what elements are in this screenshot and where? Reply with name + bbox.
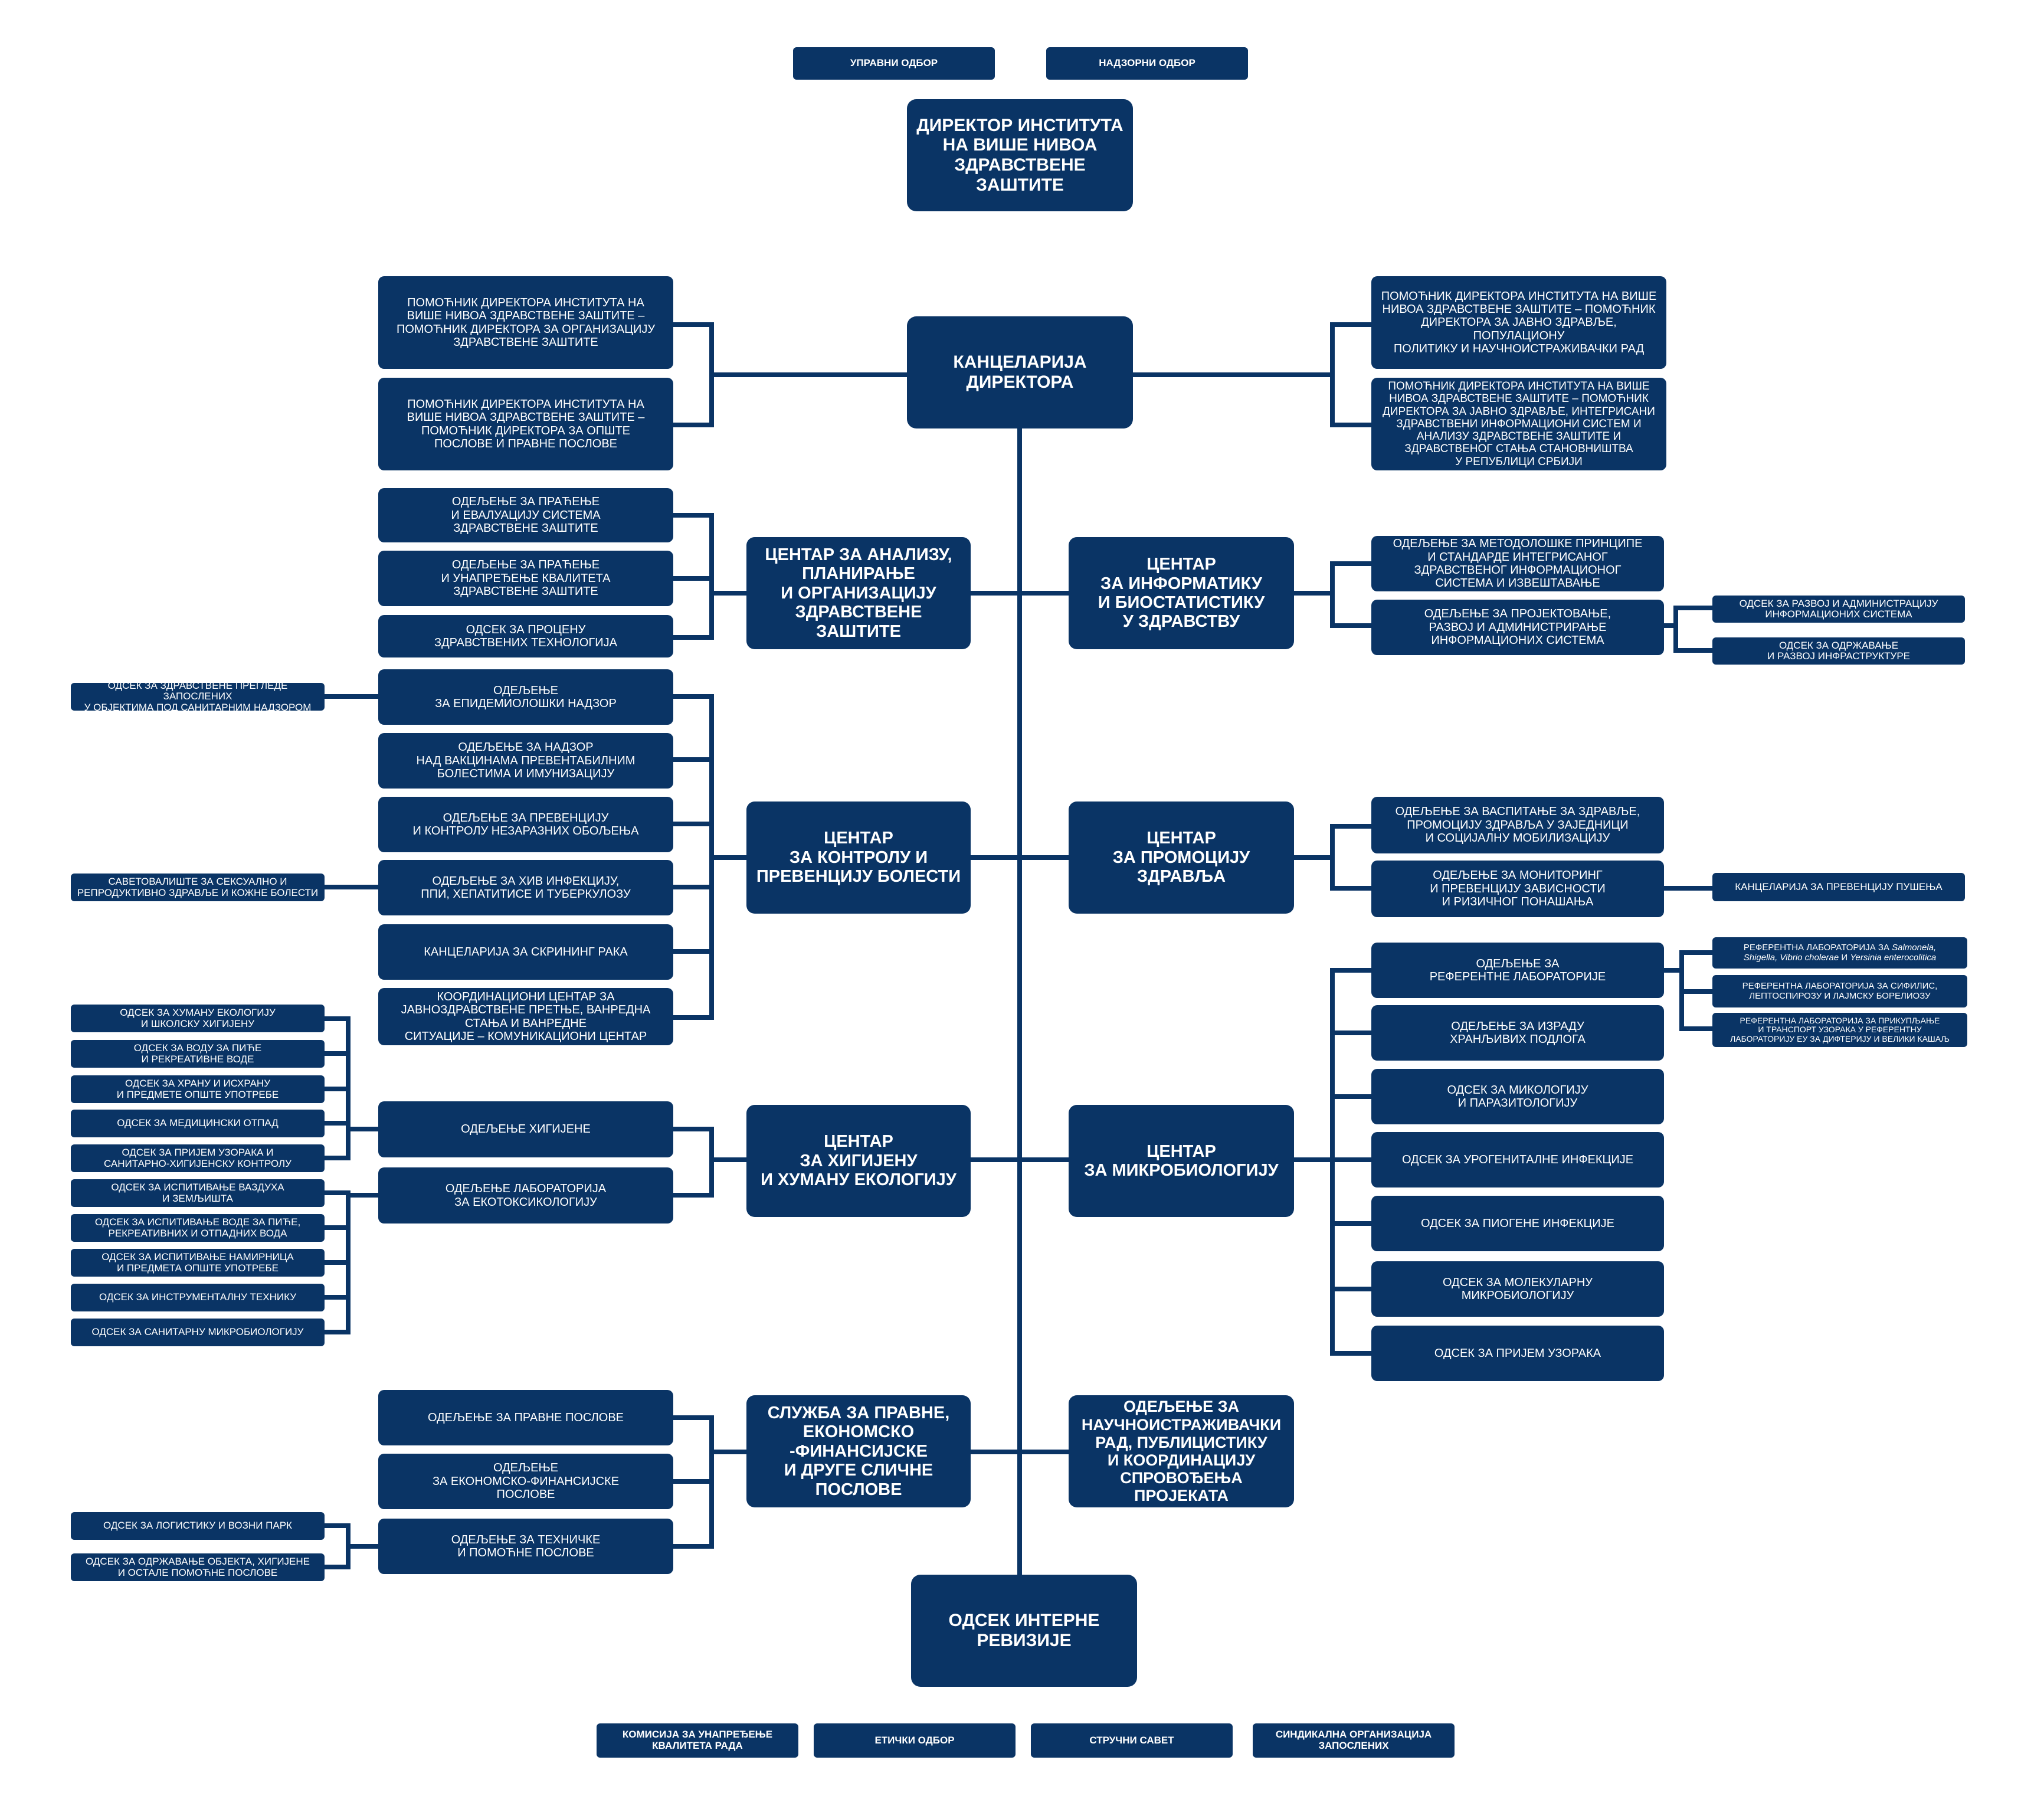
hygiene-unit[interactable]: ОДЕЉЕЊЕ ЛАБОРАТОРИЈА ЗА ЕКОТОКСИКОЛОГИЈУ — [378, 1167, 673, 1223]
hygiene-unit[interactable]: ОДЕЉЕЊЕ ХИГИЈЕНЕ — [378, 1101, 673, 1157]
lab-subunit[interactable]: ОДСЕК ЗА ИСПИТИВАЊЕ ВАЗДУХА И ЗЕМЉИШТА — [71, 1179, 325, 1207]
legal-unit[interactable]: ОДЕЉЕЊЕ ЗА ЕКОНОМСКО-ФИНАНСИЈСКЕ ПОСЛОВЕ — [378, 1454, 673, 1509]
quality-commission-box[interactable]: КОМИСИЈА ЗА УНАПРЕЂЕЊЕ КВАЛИТЕТА РАДА — [597, 1723, 798, 1758]
disease-unit[interactable]: КООРДИНАЦИОНИ ЦЕНТАР ЗА ЈАВНОЗДРАВСТВЕНЕ… — [378, 988, 673, 1045]
microbiology-unit[interactable]: ОДСЕК ЗА МИКОЛОГИЈУ И ПАРАЗИТОЛОГИЈУ — [1371, 1069, 1664, 1124]
lab-subunit[interactable]: ОДСЕК ЗА САНИТАРНУ МИКРОБИОЛОГИЈУ — [71, 1319, 325, 1346]
reference-lab-syphilis[interactable]: РЕФЕРЕНТНА ЛАБОРАТОРИЈА ЗА СИФИЛИС, ЛЕПТ… — [1712, 975, 1967, 1007]
board-supervisory-box[interactable]: НАДЗОРНИ ОДБОР — [1046, 47, 1248, 80]
reference-lab-salmonella-text: РЕФЕРЕНТНА ЛАБОРАТОРИЈА ЗА Salmonela,Shi… — [1743, 943, 1937, 963]
analysis-unit[interactable]: ОДЕЉЕЊЕ ЗА ПРАЋЕЊЕ И УНАПРЕЂЕЊЕ КВАЛИТЕТ… — [378, 551, 673, 606]
disease-subunit-epidemiology[interactable]: ОДСЕК ЗА ЗДРАВСТВЕНЕ ПРЕГЛЕДЕ ЗАПОСЛЕНИХ… — [71, 680, 325, 712]
centre-hygiene-box[interactable]: ЦЕНТАР ЗА ХИГИЈЕНУ И ХУМАНУ ЕКОЛОГИЈУ — [746, 1105, 971, 1217]
disease-unit[interactable]: ОДЕЉЕЊЕ ЗА ЕПИДЕМИОЛОШКИ НАДЗОР — [378, 669, 673, 725]
assistant-director-general-affairs[interactable]: ПОМОЋНИК ДИРЕКТОРА ИНСТИТУТА НА ВИШЕ НИВ… — [378, 378, 673, 470]
legal-unit[interactable]: ОДЕЉЕЊЕ ЗА ПРАВНЕ ПОСЛОВЕ — [378, 1390, 673, 1445]
promotion-unit[interactable]: ОДЕЉЕЊЕ ЗА ВАСПИТАЊЕ ЗА ЗДРАВЉЕ, ПРОМОЦИ… — [1371, 797, 1664, 853]
board-management-box[interactable]: УПРАВНИ ОДБОР — [793, 47, 995, 80]
director-box[interactable]: ДИРЕКТОР ИНСТИТУТА НА ВИШЕ НИВОА ЗДРАВСТ… — [907, 99, 1133, 211]
disease-unit[interactable]: ОДЕЉЕЊЕ ЗА НАДЗОР НАД ВАКЦИНАМА ПРЕВЕНТА… — [378, 733, 673, 789]
microbiology-unit[interactable]: ОДЕЉЕЊЕ ЗА РЕФЕРЕНТНЕ ЛАБОРАТОРИЈЕ — [1371, 943, 1664, 998]
hygiene-subunit[interactable]: ОДСЕК ЗА ХУМАНУ ЕКОЛОГИЈУ И ШКОЛСКУ ХИГИ… — [71, 1005, 325, 1032]
microbiology-unit[interactable]: ОДЕЉЕЊЕ ЗА ИЗРАДУ ХРАНЉИВИХ ПОДЛОГА — [1371, 1005, 1664, 1061]
assistant-director-public-health-information[interactable]: ПОМОЋНИК ДИРЕКТОРА ИНСТИТУТА НА ВИШЕ НИВ… — [1371, 378, 1666, 470]
trade-union-box[interactable]: СИНДИКАЛНА ОРГАНИЗАЦИЈА ЗАПОСЛЕНИХ — [1253, 1723, 1455, 1758]
lab-subunit[interactable]: ОДСЕК ЗА ИСПИТИВАЊЕ НАМИРНИЦА И ПРЕДМЕТА… — [71, 1249, 325, 1277]
centre-informatics-box[interactable]: ЦЕНТАР ЗА ИНФОРМАТИКУ И БИОСТАТИСТИКУ У … — [1069, 537, 1294, 649]
legal-subunit[interactable]: ОДСЕК ЗА ОДРЖАВАЊЕ ОБЈЕКТА, ХИГИЈЕНЕ И О… — [71, 1553, 325, 1581]
disease-unit[interactable]: КАНЦЕЛАРИЈА ЗА СКРИНИНГ РАКА — [378, 924, 673, 980]
hygiene-subunit[interactable]: ОДСЕК ЗА МЕДИЦИНСКИ ОТПАД — [71, 1110, 325, 1137]
lab-subunit[interactable]: ОДСЕК ЗА ИСПИТИВАЊЕ ВОДЕ ЗА ПИЋЕ, РЕКРЕА… — [71, 1214, 325, 1242]
informatics-subunit[interactable]: ОДСЕК ЗА ОДРЖАВАЊЕ И РАЗВОЈ ИНФРАСТРУКТУ… — [1712, 637, 1965, 665]
lab-subunit[interactable]: ОДСЕК ЗА ИНСТРУМЕНТАЛНУ ТЕХНИКУ — [71, 1284, 325, 1311]
ethics-committee-box[interactable]: ЕТИЧКИ ОДБОР — [814, 1723, 1016, 1758]
assistant-director-public-health-policy[interactable]: ПОМОЋНИК ДИРЕКТОРА ИНСТИТУТА НА ВИШЕ НИВ… — [1371, 276, 1666, 369]
disease-subunit-hiv-counselling[interactable]: САВЕТОВАЛИШТЕ ЗА СЕКСУАЛНО И РЕПРОДУКТИВ… — [71, 874, 325, 901]
disease-unit[interactable]: ОДЕЉЕЊЕ ЗА ХИВ ИНФЕКЦИЈУ, ППИ, ХЕПАТИТИС… — [378, 860, 673, 915]
microbiology-unit[interactable]: ОДСЕК ЗА УРОГЕНИТАЛНЕ ИНФЕКЦИЈЕ — [1371, 1132, 1664, 1187]
hygiene-subunit[interactable]: ОДСЕК ЗА ПРИЈЕМ УЗОРАКА И САНИТАРНО-ХИГИ… — [71, 1144, 325, 1172]
informatics-unit[interactable]: ОДЕЉЕЊЕ ЗА ПРОЈЕКТОВАЊЕ, РАЗВОЈ И АДМИНИ… — [1371, 600, 1664, 655]
assistant-director-organization[interactable]: ПОМОЋНИК ДИРЕКТОРА ИНСТИТУТА НА ВИШЕ НИВ… — [378, 276, 673, 369]
analysis-unit[interactable]: ОДСЕК ЗА ПРОЦЕНУ ЗДРАВСТВЕНИХ ТЕХНОЛОГИЈ… — [378, 615, 673, 657]
legal-unit[interactable]: ОДЕЉЕЊЕ ЗА ТЕХНИЧКЕ И ПОМОЋНЕ ПОСЛОВЕ — [378, 1519, 673, 1574]
microbiology-unit[interactable]: ОДСЕК ЗА ПРИЈЕМ УЗОРАКА — [1371, 1326, 1664, 1381]
disease-unit[interactable]: ОДЕЉЕЊЕ ЗА ПРЕВЕНЦИЈУ И КОНТРОЛУ НЕЗАРАЗ… — [378, 797, 673, 852]
internal-audit-box[interactable]: ОДСЕК ИНТЕРНЕ РЕВИЗИЈЕ — [911, 1575, 1137, 1687]
expert-council-box[interactable]: СТРУЧНИ САВЕТ — [1031, 1723, 1233, 1758]
legal-subunit[interactable]: ОДСЕК ЗА ЛОГИСТИКУ И ВОЗНИ ПАРК — [71, 1512, 325, 1540]
reference-lab-salmonella[interactable]: РЕФЕРЕНТНА ЛАБОРАТОРИЈА ЗА Salmonela,Shi… — [1712, 937, 1967, 969]
centre-analysis-box[interactable]: ЦЕНТАР ЗА АНАЛИЗУ, ПЛАНИРАЊЕ И ОРГАНИЗАЦ… — [746, 537, 971, 649]
microbiology-unit[interactable]: ОДСЕК ЗА ПИОГЕНЕ ИНФЕКЦИЈЕ — [1371, 1196, 1664, 1251]
centre-microbiology-box[interactable]: ЦЕНТАР ЗА МИКРОБИОЛОГИЈУ — [1069, 1105, 1294, 1217]
centre-disease-control-box[interactable]: ЦЕНТАР ЗА КОНТРОЛУ И ПРЕВЕНЦИЈУ БОЛЕСТИ — [746, 802, 971, 914]
promotion-subunit-smoking[interactable]: КАНЦЕЛАРИЈА ЗА ПРЕВЕНЦИЈУ ПУШЕЊА — [1712, 873, 1965, 901]
reference-lab-diphtheria[interactable]: РЕФЕРЕНТНА ЛАБОРАТОРИЈА ЗА ПРИКУПЉАЊЕ И … — [1712, 1013, 1967, 1047]
centre-health-promotion-box[interactable]: ЦЕНТАР ЗА ПРОМОЦИЈУ ЗДРАВЉА — [1069, 802, 1294, 914]
microbiology-unit[interactable]: ОДСЕК ЗА МОЛЕКУЛАРНУ МИКРОБИОЛОГИЈУ — [1371, 1261, 1664, 1317]
informatics-subunit[interactable]: ОДСЕК ЗА РАЗВОЈ И АДМИНИСТРАЦИЈУ ИНФОРМА… — [1712, 596, 1965, 623]
analysis-unit[interactable]: ОДЕЉЕЊЕ ЗА ПРАЋЕЊЕ И ЕВАЛУАЦИЈУ СИСТЕМА … — [378, 488, 673, 542]
promotion-unit[interactable]: ОДЕЉЕЊЕ ЗА МОНИТОРИНГ И ПРЕВЕНЦИЈУ ЗАВИС… — [1371, 861, 1664, 917]
research-department-box[interactable]: ОДЕЉЕЊЕ ЗА НАУЧНОИСТРАЖИВАЧКИ РАД, ПУБЛИ… — [1069, 1395, 1294, 1507]
hygiene-subunit[interactable]: ОДСЕК ЗА ХРАНУ И ИСХРАНУ И ПРЕДМЕТЕ ОПШТ… — [71, 1075, 325, 1103]
informatics-unit[interactable]: ОДЕЉЕЊЕ ЗА МЕТОДОЛОШКЕ ПРИНЦИПЕ И СТАНДА… — [1371, 536, 1664, 591]
hygiene-subunit[interactable]: ОДСЕК ЗА ВОДУ ЗА ПИЋЕ И РЕКРЕАТИВНЕ ВОДЕ — [71, 1040, 325, 1068]
office-right-bracket — [1131, 322, 1374, 427]
office-left-bracket — [670, 322, 909, 427]
office-of-director-box[interactable]: КАНЦЕЛАРИЈА ДИРЕКТОРА — [907, 316, 1133, 428]
service-legal-box[interactable]: СЛУЖБА ЗА ПРАВНЕ, ЕКОНОМСКО -ФИНАНСИЈСКЕ… — [746, 1395, 971, 1507]
